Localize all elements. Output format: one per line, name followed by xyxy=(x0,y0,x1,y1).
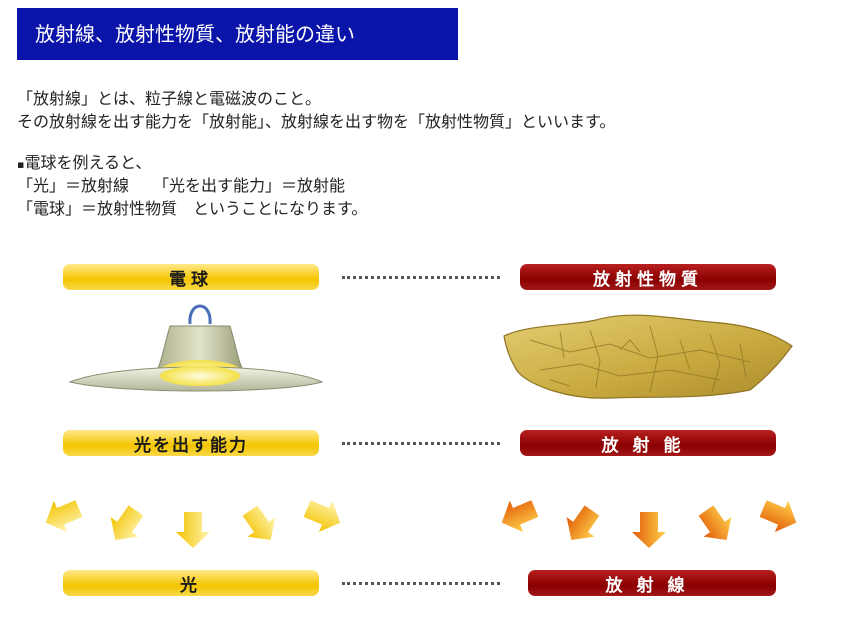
connector-row-3 xyxy=(342,582,500,585)
label-radioactivity: 放射能 xyxy=(520,430,776,456)
label-light: 光 xyxy=(63,570,319,596)
page-title: 放射線、放射性物質、放射能の違い xyxy=(17,8,458,60)
orange-arrows-icon xyxy=(501,500,797,548)
label-radioactive-material: 放射性物質 xyxy=(520,264,776,290)
example-heading-text: 電球を例えると、 xyxy=(24,153,152,172)
label-radiation: 放射線 xyxy=(528,570,776,596)
label-ability-to-emit-light: 光を出す能力 xyxy=(63,430,319,456)
example-line-2: 「電球」＝放射性物質 ということになります。 xyxy=(17,199,368,218)
lamp-icon xyxy=(68,304,324,392)
example-heading: ▪電球を例えると、 xyxy=(17,152,151,176)
example-line-1: 「光」＝放射線 「光を出す能力」＝放射能 xyxy=(17,176,346,195)
connector-row-1 xyxy=(342,276,500,279)
intro-line-2: その放射線を出す能力を「放射能」、放射線を出す物を「放射性物質」といいます。 xyxy=(17,112,616,131)
yellow-arrows-icon xyxy=(45,500,341,548)
rock-icon xyxy=(503,314,793,399)
bullet-marker: ▪ xyxy=(17,158,25,171)
label-bulb: 電球 xyxy=(63,264,319,290)
connector-row-2 xyxy=(342,442,500,445)
intro-line-1: 「放射線」とは、粒子線と電磁波のこと。 xyxy=(17,89,322,108)
